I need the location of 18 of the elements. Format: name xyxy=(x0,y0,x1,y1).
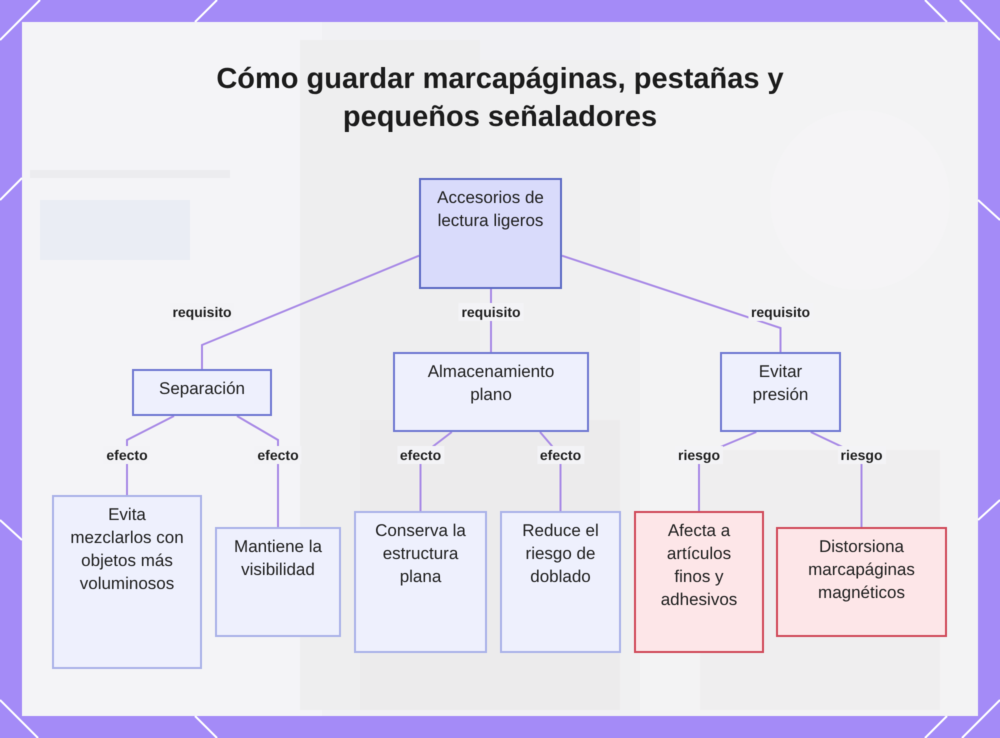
risk-box: Afecta a artículos finos y adhesivos xyxy=(634,511,764,653)
edge-label: riesgo xyxy=(838,446,886,464)
edge-label: requisito xyxy=(458,303,524,321)
category-box: Evitar presión xyxy=(720,352,841,432)
effect-box: Evita mezclarlos con objetos más voluminosos xyxy=(52,495,202,669)
effect-box: Reduce el riesgo de doblado xyxy=(500,511,621,653)
category-box: Separación xyxy=(132,369,272,416)
root-box: Accesorios de lectura ligeros xyxy=(419,178,562,289)
edge-label: efecto xyxy=(396,446,444,464)
effect-box: Conserva la estructura plana xyxy=(354,511,487,653)
risk-box: Distorsiona marcapáginas magnéticos xyxy=(776,527,947,637)
connector-line xyxy=(562,254,782,352)
diagram-title: Cómo guardar marcapáginas, pestañas y pequeños señaladores xyxy=(215,62,785,135)
edge-label: efecto xyxy=(536,446,584,464)
connector-line xyxy=(236,415,279,527)
category-box: Almacenamiento plano xyxy=(393,352,589,432)
connector-line xyxy=(201,254,420,369)
effect-box: Mantiene la visibilidad xyxy=(215,527,341,637)
